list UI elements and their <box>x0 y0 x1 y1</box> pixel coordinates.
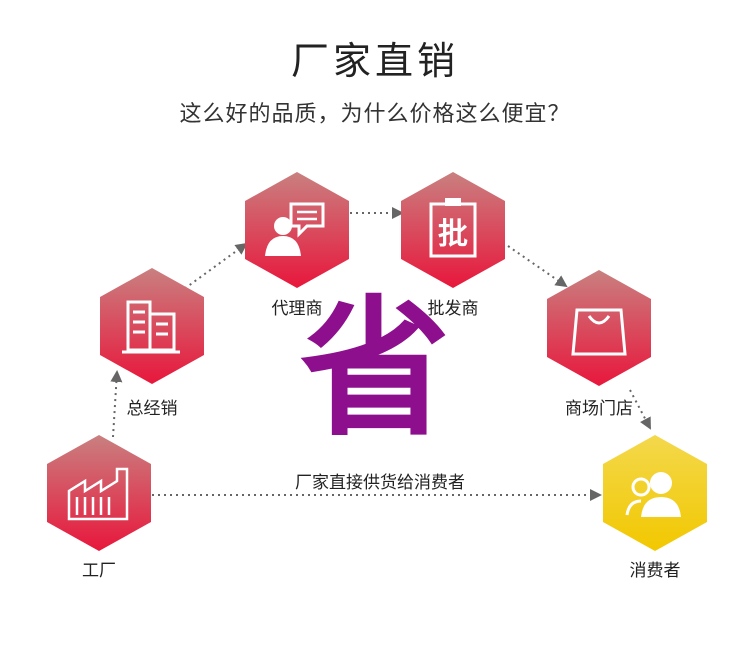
label-wholesaler: 批发商 <box>427 299 479 319</box>
svg-text:批: 批 <box>438 217 468 252</box>
label-factory: 工厂 <box>82 561 116 581</box>
arrow-factory-to-distributor <box>110 370 123 438</box>
page-subtitle: 这么好的品质，为什么价格这么便宜？ <box>179 102 571 127</box>
node-factory <box>47 435 157 551</box>
agent-chat-icon <box>265 202 325 256</box>
center-save-character: 省 <box>300 283 451 457</box>
arrow-store-to-consumer <box>629 389 651 430</box>
factory-icon <box>67 467 129 521</box>
building-icon <box>122 300 180 354</box>
label-agent: 代理商 <box>271 299 323 319</box>
wholesale-board-icon: 批 <box>429 198 477 258</box>
shopping-bag-icon <box>571 308 627 356</box>
node-general-distributor <box>100 268 210 384</box>
node-store <box>547 270 657 386</box>
page-title: 厂家直销 <box>290 39 459 83</box>
label-store: 商场门店 <box>565 399 633 419</box>
node-consumer <box>603 435 713 551</box>
users-icon <box>625 472 681 517</box>
label-consumer: 消费者 <box>629 561 681 581</box>
direct-supply-label: 厂家直接供货给消费者 <box>295 473 465 493</box>
arrow-distributor-to-agent <box>179 242 248 293</box>
label-general-distributor: 总经销 <box>126 399 178 419</box>
node-agent <box>245 172 355 288</box>
node-wholesaler: 批 <box>401 172 511 288</box>
